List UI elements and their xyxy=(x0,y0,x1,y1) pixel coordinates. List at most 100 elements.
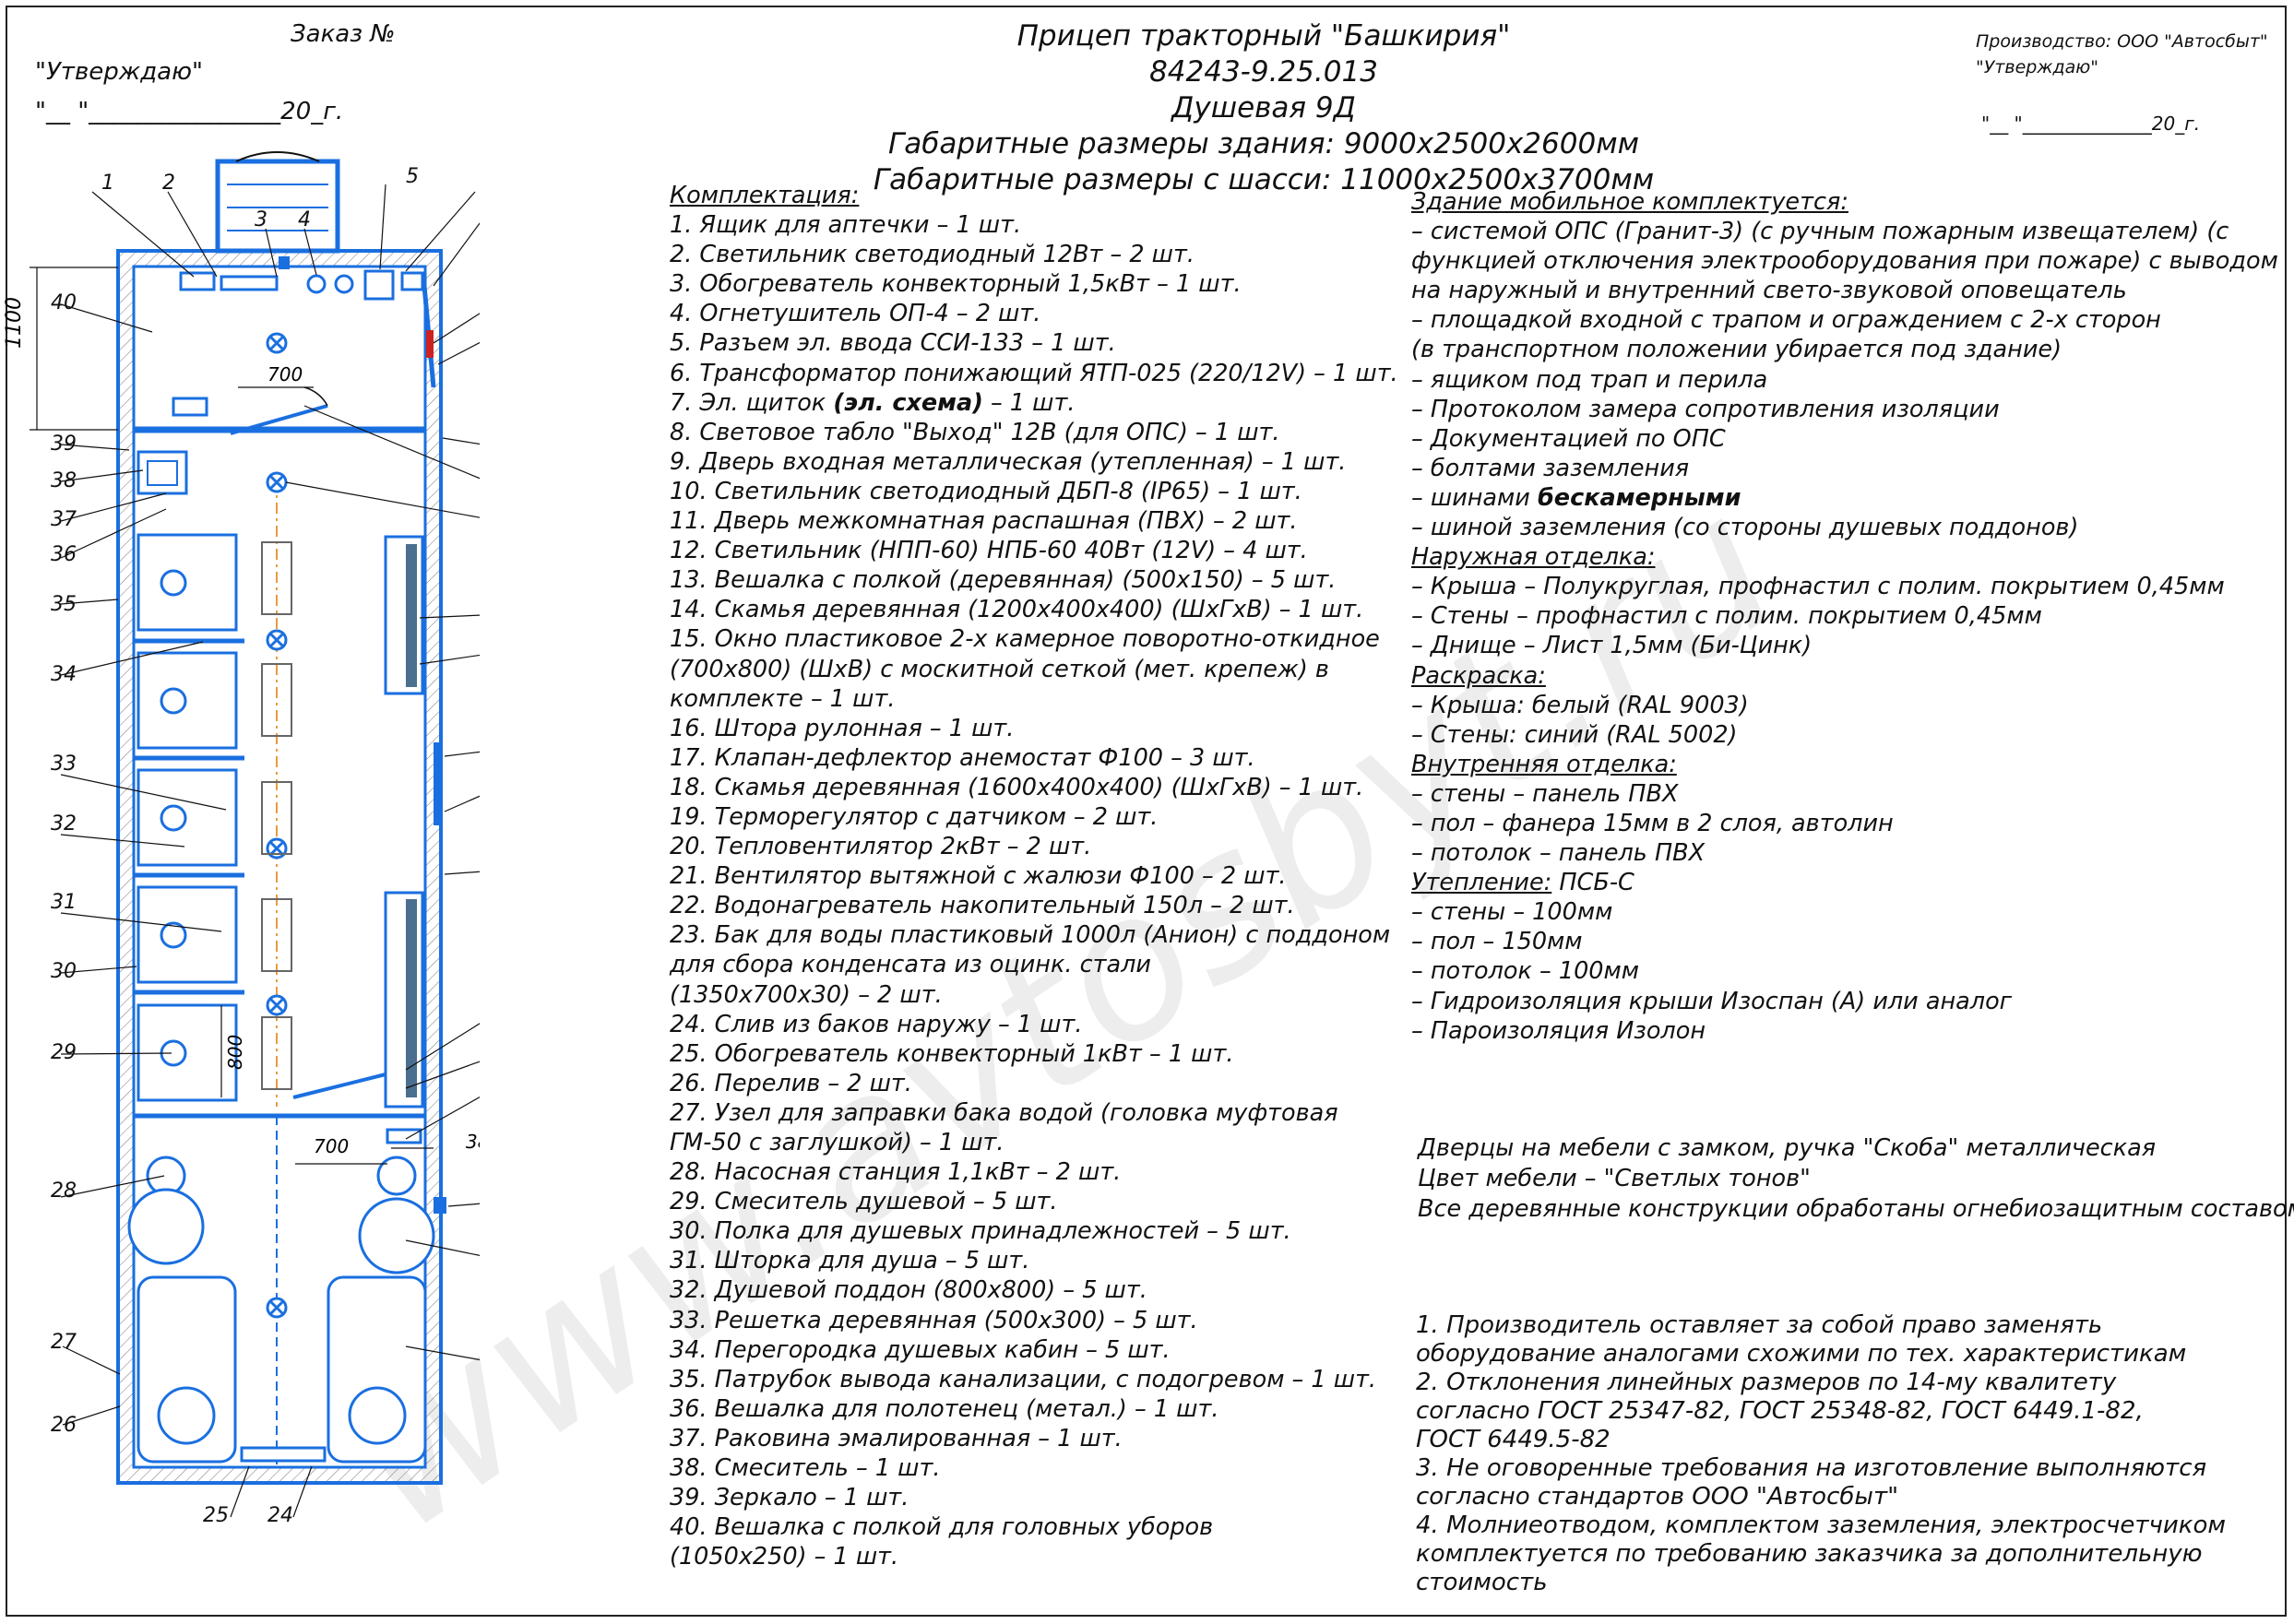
kit-item: 28. Насосная станция 1,1кВт – 2 шт. xyxy=(670,1158,1122,1187)
kit-item: 40. Вешалка с полкой для головных уборов xyxy=(670,1513,1214,1542)
kit-item: 36. Вешалка для полотенец (метал.) – 1 ш… xyxy=(670,1394,1219,1423)
furniture-line: Все деревянные конструкции обработаны ог… xyxy=(1418,1195,2294,1223)
kit-item: комплекте – 1 шт. xyxy=(670,684,896,713)
kit-item: 6. Трансформатор понижающий ЯТП-025 (220… xyxy=(670,359,1398,387)
kit-item: 30. Полка для душевых принадлежностей – … xyxy=(670,1217,1291,1246)
callout-25: 25 xyxy=(203,1504,229,1527)
kit-item: для сбора конденсата из оцинк. стали xyxy=(670,951,1151,979)
callout-35: 35 xyxy=(51,593,77,616)
note-line: 3. Не оговоренные требования на изготовл… xyxy=(1416,1454,2207,1482)
kit-item: 1. Ящик для аптечки – 1 шт. xyxy=(670,211,1022,240)
inner-line: – потолок – панель ПВХ xyxy=(1411,839,1706,868)
entrance-ladder xyxy=(215,159,340,254)
inner-heading: Внутренняя отделка: xyxy=(1411,750,1677,778)
kit-item: 12. Светильник (НПП-60) НПБ-60 40Вт (12V… xyxy=(670,537,1308,565)
inner-line: – пол – фанера 15мм в 2 слоя, автолин xyxy=(1411,809,1894,837)
insul-line: – стены – 100мм xyxy=(1411,898,1613,927)
dim-700-bottom: 700 xyxy=(314,1135,349,1157)
kit-item: 23. Бак для воды пластиковый 1000л (Анио… xyxy=(670,921,1391,950)
approve-date-left: "__ "________________20_г. xyxy=(35,98,344,125)
spec-tires-bold: бескамерными xyxy=(1537,483,1741,512)
note-line: ГОСТ 6449.5-82 xyxy=(1416,1426,1611,1453)
insul-heading: Утепление: xyxy=(1411,869,1552,897)
spec-line: – ящиком под трап и перила xyxy=(1411,365,1768,394)
kit-item: 24. Слив из баков наружу – 1 шт. xyxy=(670,1010,1083,1038)
kit-item: (700х800) (ШхВ) с москитной сеткой (мет.… xyxy=(670,655,1329,683)
title-line-4: Габаритные размеры здания: 9000х2500х260… xyxy=(888,127,1639,160)
paint-line: – Крыша: белый (RAL 9003) xyxy=(1411,691,1749,719)
kit-item: 31. Шторка для душа – 5 шт. xyxy=(670,1247,1030,1275)
kit-item: 13. Вешалка с полкой (деревянная) (500х1… xyxy=(670,566,1337,595)
kit-item-7-tail: – 1 шт. xyxy=(982,388,1076,417)
note-line: комплектуется по требованию заказчика за… xyxy=(1416,1540,2203,1568)
kit-item: 33. Решетка деревянная (500х300) – 5 шт. xyxy=(670,1306,1198,1334)
outer-line: – Днище – Лист 1,5мм (Би-Цинк) xyxy=(1411,632,1813,660)
paint-heading: Раскраска: xyxy=(1411,661,1546,690)
insul-heading-row: Утепление: ПСБ-С xyxy=(1411,868,2278,897)
floor-plan: 1100 300 900 700 4700 800 700 380 2500 1… xyxy=(3,151,480,1527)
kit-item: 35. Патрубок вывода канализации, с подог… xyxy=(670,1365,1377,1393)
drawing-frame xyxy=(6,6,2287,1617)
dim-380: 380 xyxy=(466,1131,480,1153)
title-line-5: Габаритные размеры с шасси: 11000х2500х3… xyxy=(873,163,1655,196)
dim-1100: 1100 xyxy=(3,297,26,349)
kit-item-7-bold: (эл. схема) xyxy=(833,388,983,417)
spec-tires: – шинами бескамерными xyxy=(1411,483,2278,513)
spec-line: – Протоколом замера сопротивления изоляц… xyxy=(1411,395,2000,423)
kit-item: 18. Скамья деревянная (1600х400х400) (Шх… xyxy=(670,773,1364,801)
kit-item: 39. Зеркало – 1 шт. xyxy=(670,1484,909,1512)
producer-line: Производство: ООО "Автосбыт" xyxy=(1976,31,2268,52)
kit-item: 19. Терморегулятор с датчиком – 2 шт. xyxy=(670,802,1159,831)
callout-27: 27 xyxy=(51,1331,77,1354)
kit-item: 32. Душевой поддон (800х800) – 5 шт. xyxy=(670,1276,1147,1305)
kit-item: 27. Узел для заправки бака водой (головк… xyxy=(670,1098,1338,1127)
callout-37: 37 xyxy=(51,508,77,531)
title-line-3: Душевая 9Д xyxy=(1171,91,1356,124)
kit-item: 29. Смеситель душевой – 5 шт. xyxy=(670,1188,1058,1216)
kit-item: 21. Вентилятор вытяжной с жалюзи Ф100 – … xyxy=(670,862,1287,891)
kit-heading: Комплектация: xyxy=(670,182,860,209)
title-line-1: Прицеп тракторный "Башкирия" xyxy=(1016,19,1511,53)
dim-700-top: 700 xyxy=(267,363,303,385)
insul-line: – Гидроизоляция крыши Изоспан (А) или ан… xyxy=(1411,987,2013,1015)
callout-36: 36 xyxy=(51,543,77,566)
dim-800: 800 xyxy=(224,1035,246,1070)
note-line: стоимость xyxy=(1416,1569,1548,1596)
spec-tires-prefix: – шинами xyxy=(1411,483,1538,512)
callout-39: 39 xyxy=(51,433,77,456)
kit-item: ГМ-50 с заглушкой) – 1 шт. xyxy=(670,1129,1004,1156)
kit-item: 26. Перелив – 2 шт. xyxy=(670,1069,912,1097)
insul-line: – Пароизоляция Изолон xyxy=(1411,1016,1706,1045)
kit-item: 2. Светильник светодиодный 12Вт – 2 шт. xyxy=(670,241,1195,269)
callout-24: 24 xyxy=(267,1504,293,1527)
callout-32: 32 xyxy=(51,812,77,836)
kit-item: 38. Смеситель – 1 шт. xyxy=(670,1454,941,1483)
furniture-line: Цвет мебели – "Светлых тонов" xyxy=(1418,1165,1811,1192)
spec-heading: Здание мобильное комплектуется: xyxy=(1411,188,1848,216)
order-label: Заказ № xyxy=(291,20,396,48)
callout-29: 29 xyxy=(51,1041,77,1064)
title-block: Прицеп тракторный "Башкирия" 84243-9.25.… xyxy=(802,18,1725,198)
outer-heading: Наружная отделка: xyxy=(1411,543,1656,572)
furniture-notes: Дверцы на мебели с замком, ручка "Скоба"… xyxy=(1418,1133,2294,1225)
note-line: 4. Молниеотводом, комплектом заземления,… xyxy=(1416,1511,2227,1539)
callout-5: 5 xyxy=(406,165,419,188)
outer-line: – Стены – профнастил с полим. покрытием … xyxy=(1411,602,2042,631)
callout-2: 2 xyxy=(162,172,175,195)
kit-item: 20. Тепловентилятор 2кВт – 2 шт. xyxy=(670,833,1092,861)
spec-line: – болтами заземления xyxy=(1411,454,1690,482)
kit-item: 22. Водонагреватель накопительный 150л –… xyxy=(670,892,1295,920)
insul-line: – потолок – 100мм xyxy=(1411,957,1639,986)
note-line: согласно стандартов ООО "Автосбыт" xyxy=(1416,1483,1899,1511)
callout-40: 40 xyxy=(51,291,77,314)
kit-item: 10. Светильник светодиодный ДБП-8 (IP65)… xyxy=(670,477,1302,505)
kit-item: 37. Раковина эмалированная – 1 шт. xyxy=(670,1424,1123,1452)
furniture-line: Дверцы на мебели с замком, ручка "Скоба"… xyxy=(1418,1134,2157,1162)
callout-1: 1 xyxy=(101,172,114,195)
kit-item: 3. Обогреватель конвекторный 1,5кВт – 1 … xyxy=(670,270,1242,299)
spec-line: – площадкой входной с трапом и ограждени… xyxy=(1411,306,2161,335)
kit-item: 5. Разъем эл. ввода ССИ-133 – 1 шт. xyxy=(670,329,1116,358)
kit-list: Комплектация: 1. Ящик для аптечки – 1 шт… xyxy=(670,181,1398,1571)
kit-item: 11. Дверь межкомнатная распашная (ПВХ) –… xyxy=(670,507,1298,536)
callout-31: 31 xyxy=(51,891,77,914)
